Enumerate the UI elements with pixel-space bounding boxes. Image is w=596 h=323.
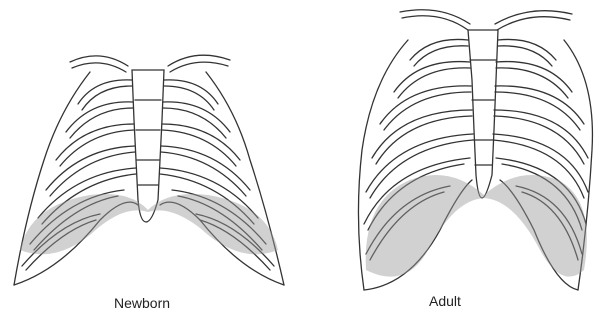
newborn-diaphragm-shading [20, 194, 278, 254]
newborn-ribcage-illustration: Newborn [0, 0, 300, 323]
adult-caption: Adult [429, 293, 461, 309]
adult-diaphragm-shading [366, 175, 587, 277]
newborn-sternum [132, 70, 164, 222]
newborn-clavicle-left [70, 56, 128, 66]
newborn-caption: Newborn [114, 295, 170, 311]
adult-ribcage-illustration: Adult [300, 0, 596, 323]
adult-sternum [468, 30, 498, 198]
